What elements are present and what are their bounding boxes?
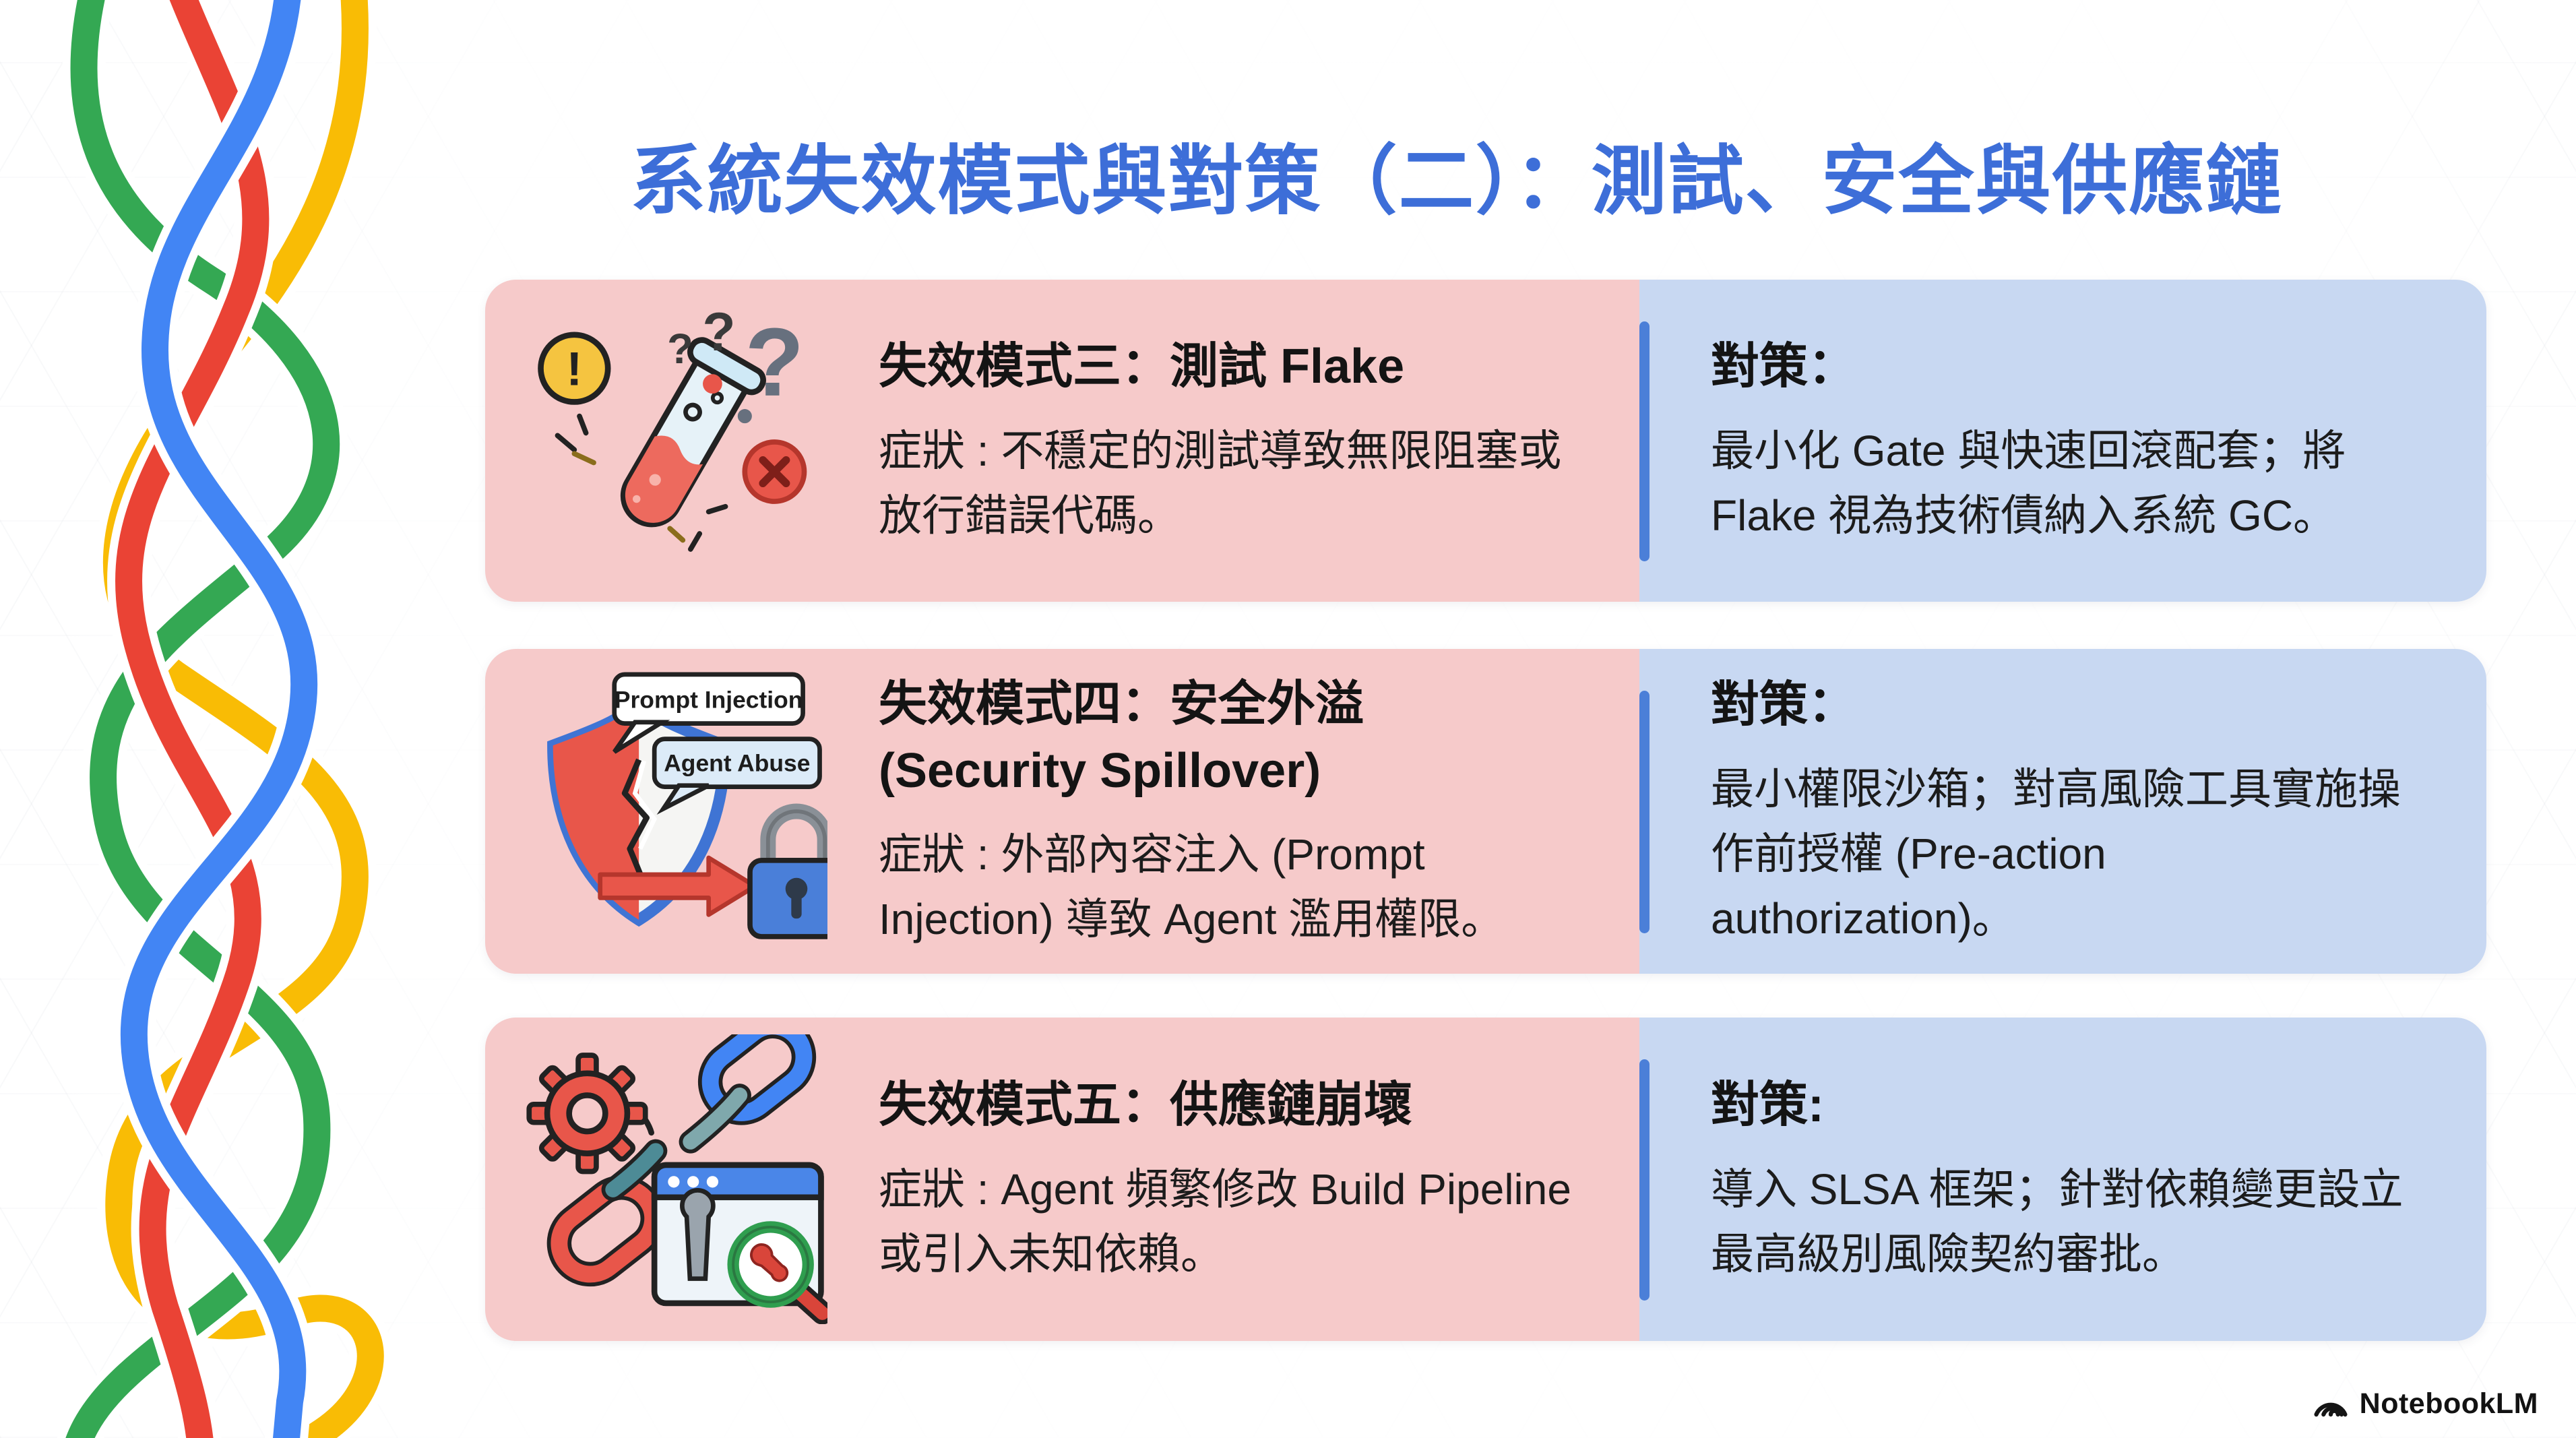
magnifier-icon (727, 1221, 827, 1324)
accent-divider-bar (1639, 321, 1650, 561)
countermeasure-label: 對策： (1711, 340, 1857, 394)
spark-lines (555, 413, 728, 552)
countermeasure-label: 對策: (1711, 1078, 1824, 1133)
failure-mode-heading: 失效模式四：安全外溢 (Security Spillover) (879, 677, 1364, 798)
broken-shield-security-icon: Prompt Injection Agent Abuse (517, 666, 827, 956)
failure-mode-card-3: ! ? ? ? 失效模式三：測試 F (485, 280, 2486, 602)
footer-brand: NotebookLM (2311, 1387, 2538, 1420)
browser-window-icon (651, 1162, 827, 1324)
braided-strands-decoration (57, 0, 392, 1438)
failure-mode-heading: 失效模式三：測試 Flake (879, 340, 1405, 394)
failure-panel: ! ? ? ? 失效模式三：測試 F (485, 280, 1639, 602)
countermeasure-panel: 對策： 最小化 Gate 與快速回滾配套；將 Flake 視為技術債納入系統 G… (1639, 280, 2486, 602)
chain-link-blue-icon (679, 1034, 817, 1154)
countermeasure-label: 對策： (1711, 678, 1857, 732)
wrench-icon (680, 1188, 716, 1281)
test-tube-icon (620, 337, 766, 528)
arrow-icon (598, 855, 758, 917)
bubble-prompt-injection-label: Prompt Injection (615, 687, 803, 714)
error-x-icon (742, 439, 807, 504)
chain-link-red-icon (546, 1139, 668, 1287)
broken-chain-supply-icon (517, 1034, 827, 1324)
failure-mode-symptom: 症狀 : 不穩定的測試導致無限阻塞或放行錯誤代碼。 (879, 426, 1562, 540)
speech-bubble-agent-abuse: Agent Abuse (652, 737, 822, 815)
svg-text:?: ? (667, 325, 693, 373)
speech-bubble-prompt-injection: Prompt Injection (612, 672, 805, 754)
countermeasure-text: 最小化 Gate 與快速回滾配套；將 Flake 視為技術債納入系統 GC。 (1711, 426, 2346, 540)
failure-mode-heading: 失效模式五：供應鏈崩壞 (879, 1078, 1413, 1133)
failure-mode-card-4: Prompt Injection Agent Abuse (485, 649, 2486, 974)
bubble-agent-abuse-label: Agent Abuse (664, 750, 810, 777)
accent-divider-bar (1639, 691, 1650, 933)
svg-text:?: ? (702, 302, 735, 363)
failure-panel: Prompt Injection Agent Abuse (485, 649, 1639, 974)
failure-mode-symptom: 症狀 : 外部內容注入 (Prompt Injection) 導致 Agent … (879, 830, 1505, 944)
notebooklm-logo-icon (2314, 1402, 2348, 1417)
countermeasure-text: 最小權限沙箱；對高風險工具實施操作前授權 (Pre-action authori… (1711, 764, 2401, 943)
test-tube-flake-icon: ! ? ? ? (517, 296, 827, 586)
countermeasure-text: 導入 SLSA 框架；針對依賴變更設立最高級別風險契約審批。 (1711, 1164, 2404, 1278)
warning-icon: ! (538, 332, 611, 405)
countermeasure-panel: 對策： 最小權限沙箱；對高風險工具實施操作前授權 (Pre-action aut… (1639, 649, 2486, 974)
padlock-icon (747, 803, 827, 939)
brand-name: NotebookLM (2359, 1387, 2538, 1420)
page-title: 系統失效模式與對策（二）：測試、安全與供應鏈 (630, 139, 2283, 223)
failure-mode-symptom: 症狀 : Agent 頻繁修改 Build Pipeline 或引入未知依賴。 (879, 1164, 1571, 1278)
question-mark-icon: ? ? ? (667, 302, 805, 424)
accent-divider-bar (1639, 1059, 1650, 1301)
countermeasure-panel: 對策: 導入 SLSA 框架；針對依賴變更設立最高級別風險契約審批。 (1639, 1018, 2486, 1341)
failure-panel: 失效模式五：供應鏈崩壞 症狀 : Agent 頻繁修改 Build Pipeli… (485, 1018, 1639, 1341)
gear-icon (526, 1053, 648, 1175)
svg-text:?: ? (745, 309, 805, 416)
failure-mode-card-5: 失效模式五：供應鏈崩壞 症狀 : Agent 頻繁修改 Build Pipeli… (485, 1018, 2486, 1341)
svg-text:!: ! (567, 343, 583, 396)
